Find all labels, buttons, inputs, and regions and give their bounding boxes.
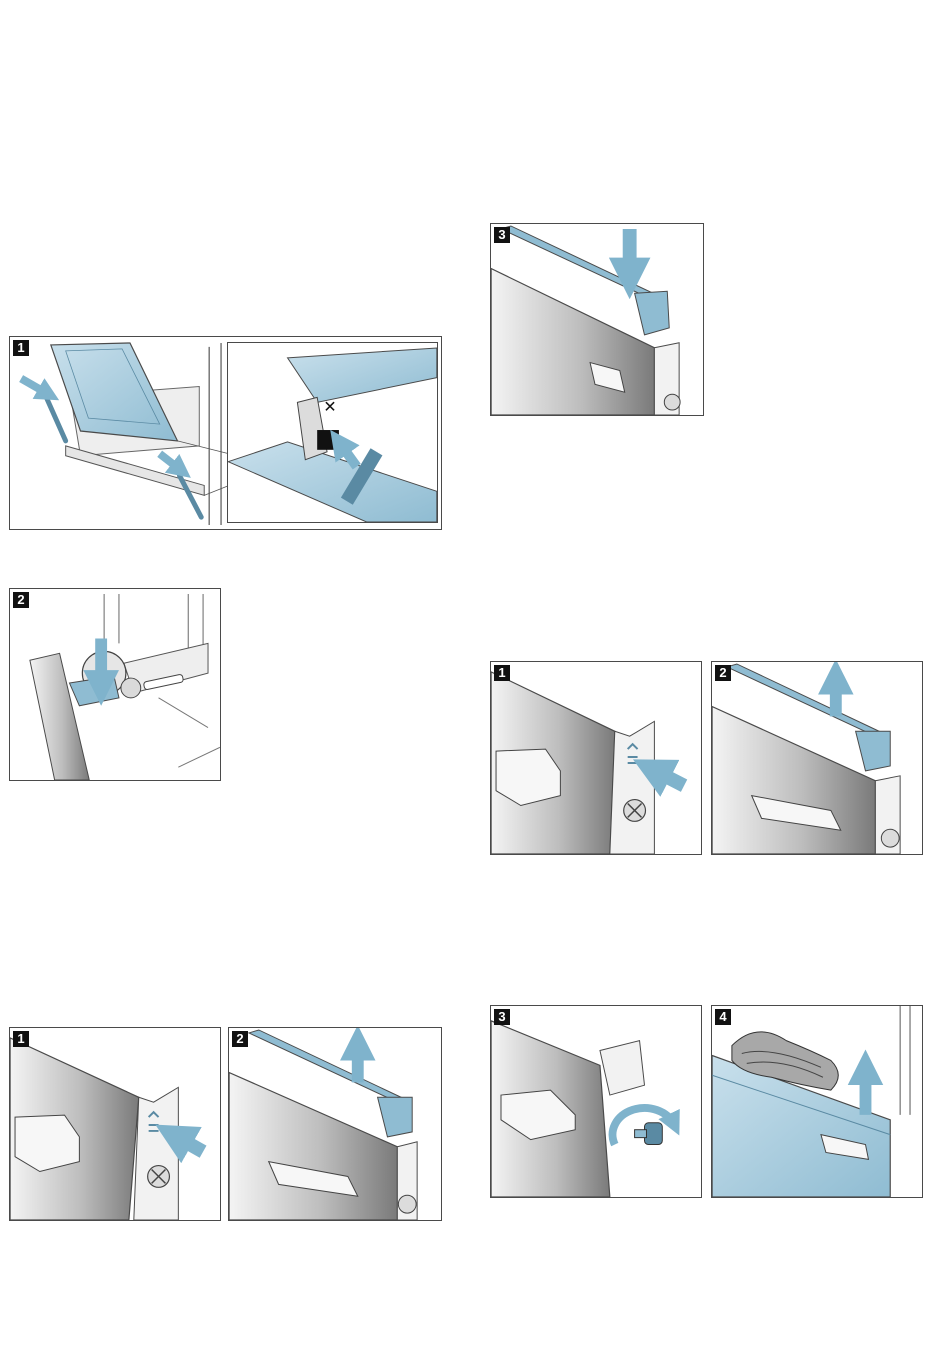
figure-a1: 1 ✕ bbox=[9, 336, 442, 530]
side-clip-illustration bbox=[491, 662, 701, 854]
step-badge: 2 bbox=[715, 665, 731, 681]
hinge-detail-illustration: ✕ bbox=[228, 343, 437, 522]
hinge-clamp-illustration bbox=[10, 589, 220, 780]
svg-text:✕: ✕ bbox=[323, 397, 336, 416]
step-badge: 1 bbox=[13, 1031, 29, 1047]
step-badge: 4 bbox=[715, 1009, 731, 1025]
screw-removal-illustration bbox=[491, 1006, 701, 1197]
step-badge: 2 bbox=[13, 592, 29, 608]
step-badge: 3 bbox=[494, 1009, 510, 1025]
step-badge: 3 bbox=[494, 227, 510, 243]
step-badge: 1 bbox=[13, 340, 29, 356]
figure-c2: 2 bbox=[711, 661, 923, 855]
figure-b1: 1 bbox=[9, 1027, 221, 1221]
figure-c3: 3 bbox=[490, 1005, 702, 1198]
detail-inset: ✕ bbox=[227, 342, 438, 523]
top-cover-lift-illustration bbox=[229, 1028, 441, 1220]
top-cover-lift-illustration bbox=[712, 662, 922, 854]
top-cover-press-illustration bbox=[491, 224, 703, 415]
figure-a2: 2 bbox=[9, 588, 221, 781]
step-badge: 2 bbox=[232, 1031, 248, 1047]
step-badge: 1 bbox=[494, 665, 510, 681]
figure-r3: 3 bbox=[490, 223, 704, 416]
figure-c4: 4 bbox=[711, 1005, 923, 1198]
glass-pane-removal-illustration bbox=[712, 1006, 922, 1197]
figure-c1: 1 bbox=[490, 661, 702, 855]
side-clip-illustration bbox=[10, 1028, 220, 1220]
figure-b2: 2 bbox=[228, 1027, 442, 1221]
